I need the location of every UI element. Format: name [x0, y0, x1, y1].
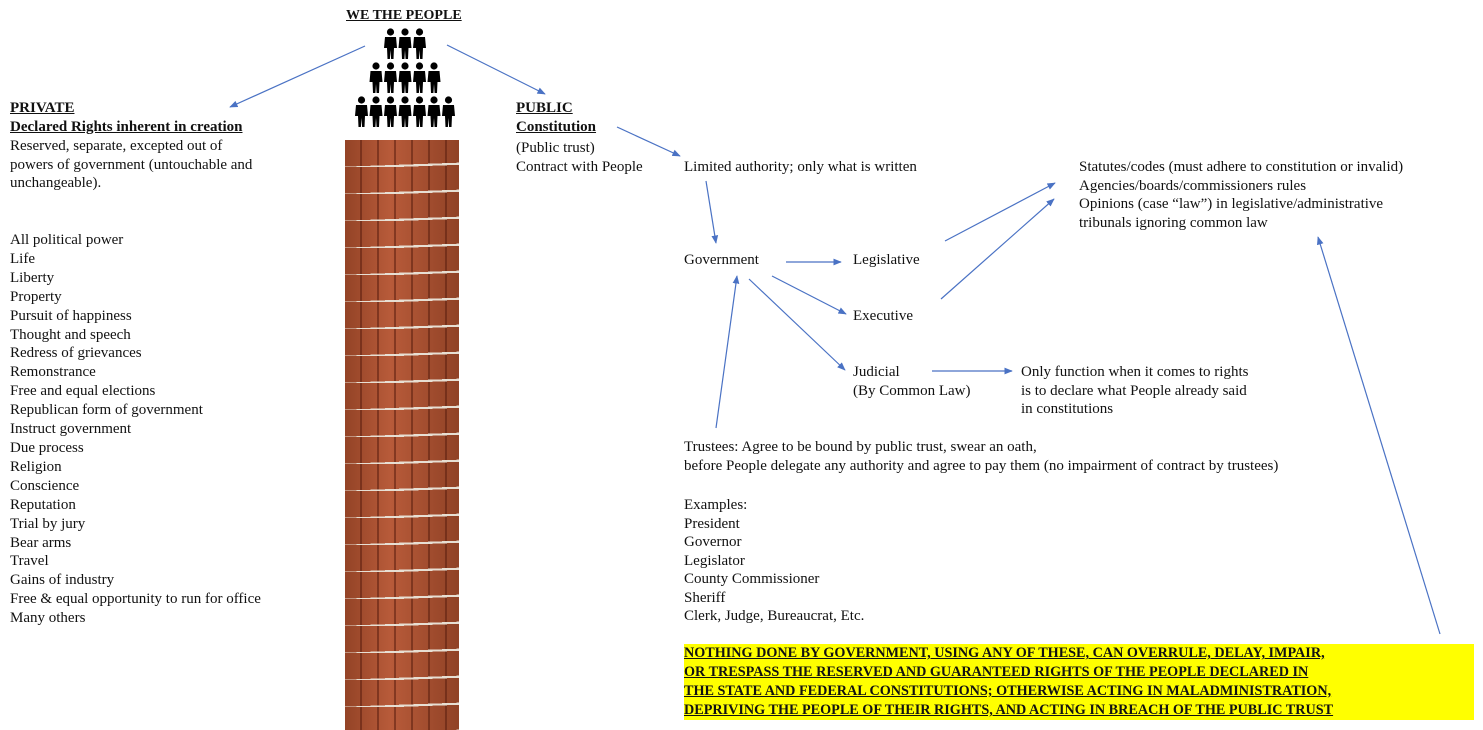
person-icon — [369, 96, 383, 127]
person-icon — [398, 96, 412, 127]
arrow-government-to-judicial — [748, 278, 846, 371]
person-icon — [384, 28, 397, 59]
judicial-note: (By Common Law) — [853, 382, 971, 399]
public-heading: PUBLIC — [516, 100, 573, 116]
person-icon — [384, 96, 397, 127]
person-icon — [398, 62, 412, 93]
list-item: Travel — [10, 553, 49, 570]
list-item: Sheriff — [684, 589, 726, 606]
judicial-function-line: is to declare what People already said — [1021, 382, 1247, 399]
warning-highlight: NOTHING DONE BY GOVERNMENT, USING ANY OF… — [684, 644, 1474, 720]
list-item: Legislator — [684, 552, 745, 569]
person-icon — [355, 96, 368, 127]
private-description-line: Reserved, separate, excepted out of — [10, 138, 223, 154]
arrow-executive-to-statutes — [940, 198, 1055, 300]
statutes-line: Opinions (case “law”) in legislative/adm… — [1079, 196, 1384, 212]
judicial-function-line: Only function when it comes to rights — [1021, 364, 1249, 380]
executive-node: Executive — [853, 308, 913, 324]
statutes-line: Statutes/codes (must adhere to constitut… — [1079, 159, 1404, 175]
warning-line: THE STATE AND FEDERAL CONSTITUTIONS; OTH… — [684, 683, 1332, 699]
list-item: Life — [10, 250, 35, 267]
warning-line: OR TRESPASS THE RESERVED AND GUARANTEED … — [684, 664, 1309, 680]
arrow-people-to-private — [229, 45, 366, 108]
private-description: Reserved, separate, excepted out of powe… — [10, 137, 252, 193]
statutes-line: Agencies/boards/commissioners rules — [1079, 177, 1307, 194]
list-item: All political power — [10, 232, 124, 248]
person-icon — [413, 62, 426, 93]
person-icon — [413, 28, 426, 59]
judicial-function-node: Only function when it comes to rights is… — [1021, 363, 1248, 419]
list-item: Bear arms — [10, 534, 72, 551]
public-description: (Public trust) Contract with People — [516, 139, 643, 176]
person-icon — [369, 62, 383, 93]
list-item: Trial by jury — [10, 515, 86, 532]
statutes-line: tribunals ignoring common law — [1079, 214, 1268, 231]
private-description-line: powers of government (untouchable and — [10, 156, 253, 173]
person-icon — [398, 28, 412, 59]
public-subheading: Constitution — [516, 119, 597, 135]
public-description-line: (Public trust) — [516, 140, 595, 156]
list-item: Gains of industry — [10, 572, 115, 589]
person-icon — [427, 62, 441, 93]
page-title: WE THE PEOPLE — [346, 8, 462, 23]
private-heading: PRIVATE — [10, 100, 75, 116]
person-icon — [442, 96, 455, 127]
list-item: Liberty — [10, 269, 55, 286]
arrow-legislative-to-statutes — [944, 182, 1056, 242]
list-item: Redress of grievances — [10, 345, 142, 362]
person-icon — [384, 62, 397, 93]
list-item: Many others — [10, 610, 86, 627]
list-item: Governor — [684, 534, 742, 550]
list-item: Free and equal elections — [10, 383, 156, 400]
rights-list: All political power Life Liberty Propert… — [10, 231, 261, 628]
private-description-line: unchangeable). — [10, 175, 102, 191]
list-item: Instruct government — [10, 421, 132, 438]
list-item: Remonstrance — [10, 364, 96, 381]
judicial-node: Judicial (By Common Law) — [853, 363, 971, 400]
person-icon — [413, 96, 426, 127]
examples-block: Examples: President Governor Legislator … — [684, 496, 864, 626]
list-item: Thought and speech — [10, 326, 131, 343]
trustees-line: Trustees: Agree to be bound by public tr… — [684, 439, 1037, 455]
brick-wall-image — [345, 140, 459, 730]
trustees-line: before People delegate any authority and… — [684, 457, 1279, 474]
arrow-trustees-to-government — [715, 275, 740, 429]
arrow-government-to-executive — [771, 275, 847, 315]
list-item: Free & equal opportunity to run for offi… — [10, 591, 261, 608]
people-pyramid-icon — [355, 28, 455, 127]
list-item: Clerk, Judge, Bureaucrat, Etc. — [684, 608, 865, 624]
statutes-node: Statutes/codes (must adhere to constitut… — [1079, 158, 1403, 232]
warning-line: NOTHING DONE BY GOVERNMENT, USING ANY OF… — [684, 645, 1325, 661]
examples-label: Examples: — [684, 497, 748, 513]
list-item: Property — [10, 288, 62, 305]
list-item: Due process — [10, 439, 84, 456]
list-item: County Commissioner — [684, 571, 820, 587]
list-item: Conscience — [10, 477, 80, 494]
list-item: Reputation — [10, 496, 76, 513]
limited-authority-node: Limited authority; only what is written — [684, 159, 917, 175]
warning-line: DEPRIVING THE PEOPLE OF THEIR RIGHTS, AN… — [684, 702, 1334, 718]
arrow-limited-to-government — [705, 180, 719, 244]
private-subheading: Declared Rights inherent in creation — [10, 119, 243, 135]
list-item: President — [684, 515, 740, 532]
list-item: Religion — [10, 458, 62, 475]
public-description-line: Contract with People — [516, 158, 643, 175]
government-node: Government — [684, 252, 759, 268]
list-item: Republican form of government — [10, 402, 203, 419]
trustees-note: Trustees: Agree to be bound by public tr… — [684, 438, 1278, 475]
judicial-label: Judicial — [853, 364, 900, 380]
legislative-node: Legislative — [853, 252, 920, 268]
arrow-warning-to-statutes — [1317, 236, 1441, 635]
arrow-people-to-public — [446, 44, 546, 95]
judicial-function-line: in constitutions — [1021, 401, 1114, 417]
list-item: Pursuit of happiness — [10, 307, 132, 324]
person-icon — [427, 96, 441, 127]
